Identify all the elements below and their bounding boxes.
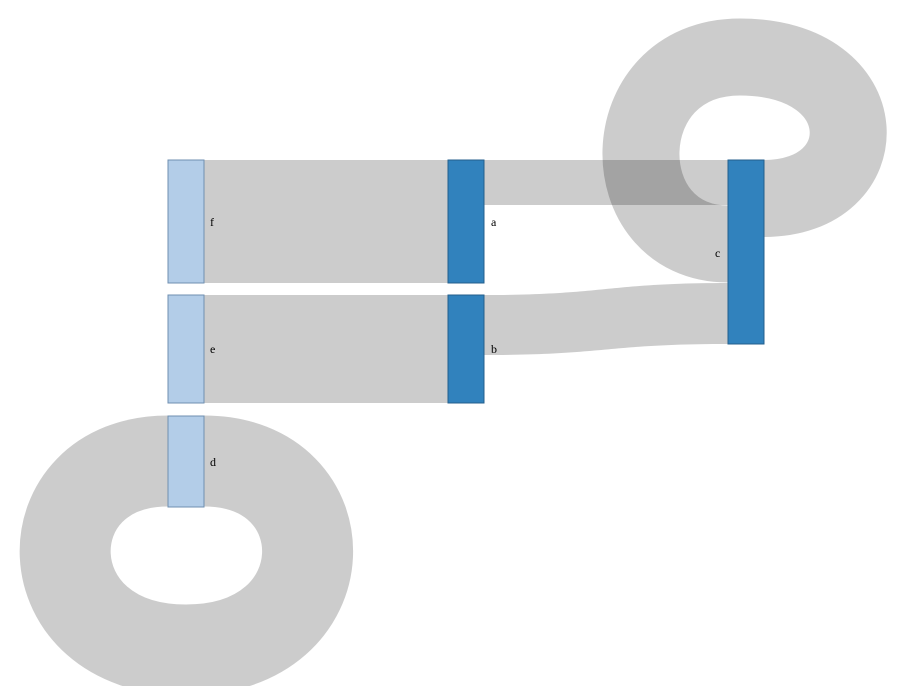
label-d: d [210,455,216,469]
label-f: f [210,215,214,229]
link-d-d [19,415,354,686]
node-a[interactable] [447,159,485,284]
node-c[interactable] [727,159,765,345]
link-c-c [602,18,887,283]
nodes: f e d a b c [167,159,765,508]
links [19,18,887,686]
link-f-a [204,160,448,283]
label-c: c [715,246,720,260]
link-b-c [484,283,728,355]
link-a-c [484,160,728,205]
node-b[interactable] [447,294,485,404]
node-e[interactable] [167,294,205,404]
label-a: a [491,215,497,229]
node-f[interactable] [167,159,205,284]
link-e-b [204,295,448,403]
node-d[interactable] [167,415,205,508]
label-b: b [491,342,497,356]
label-e: e [210,342,215,356]
